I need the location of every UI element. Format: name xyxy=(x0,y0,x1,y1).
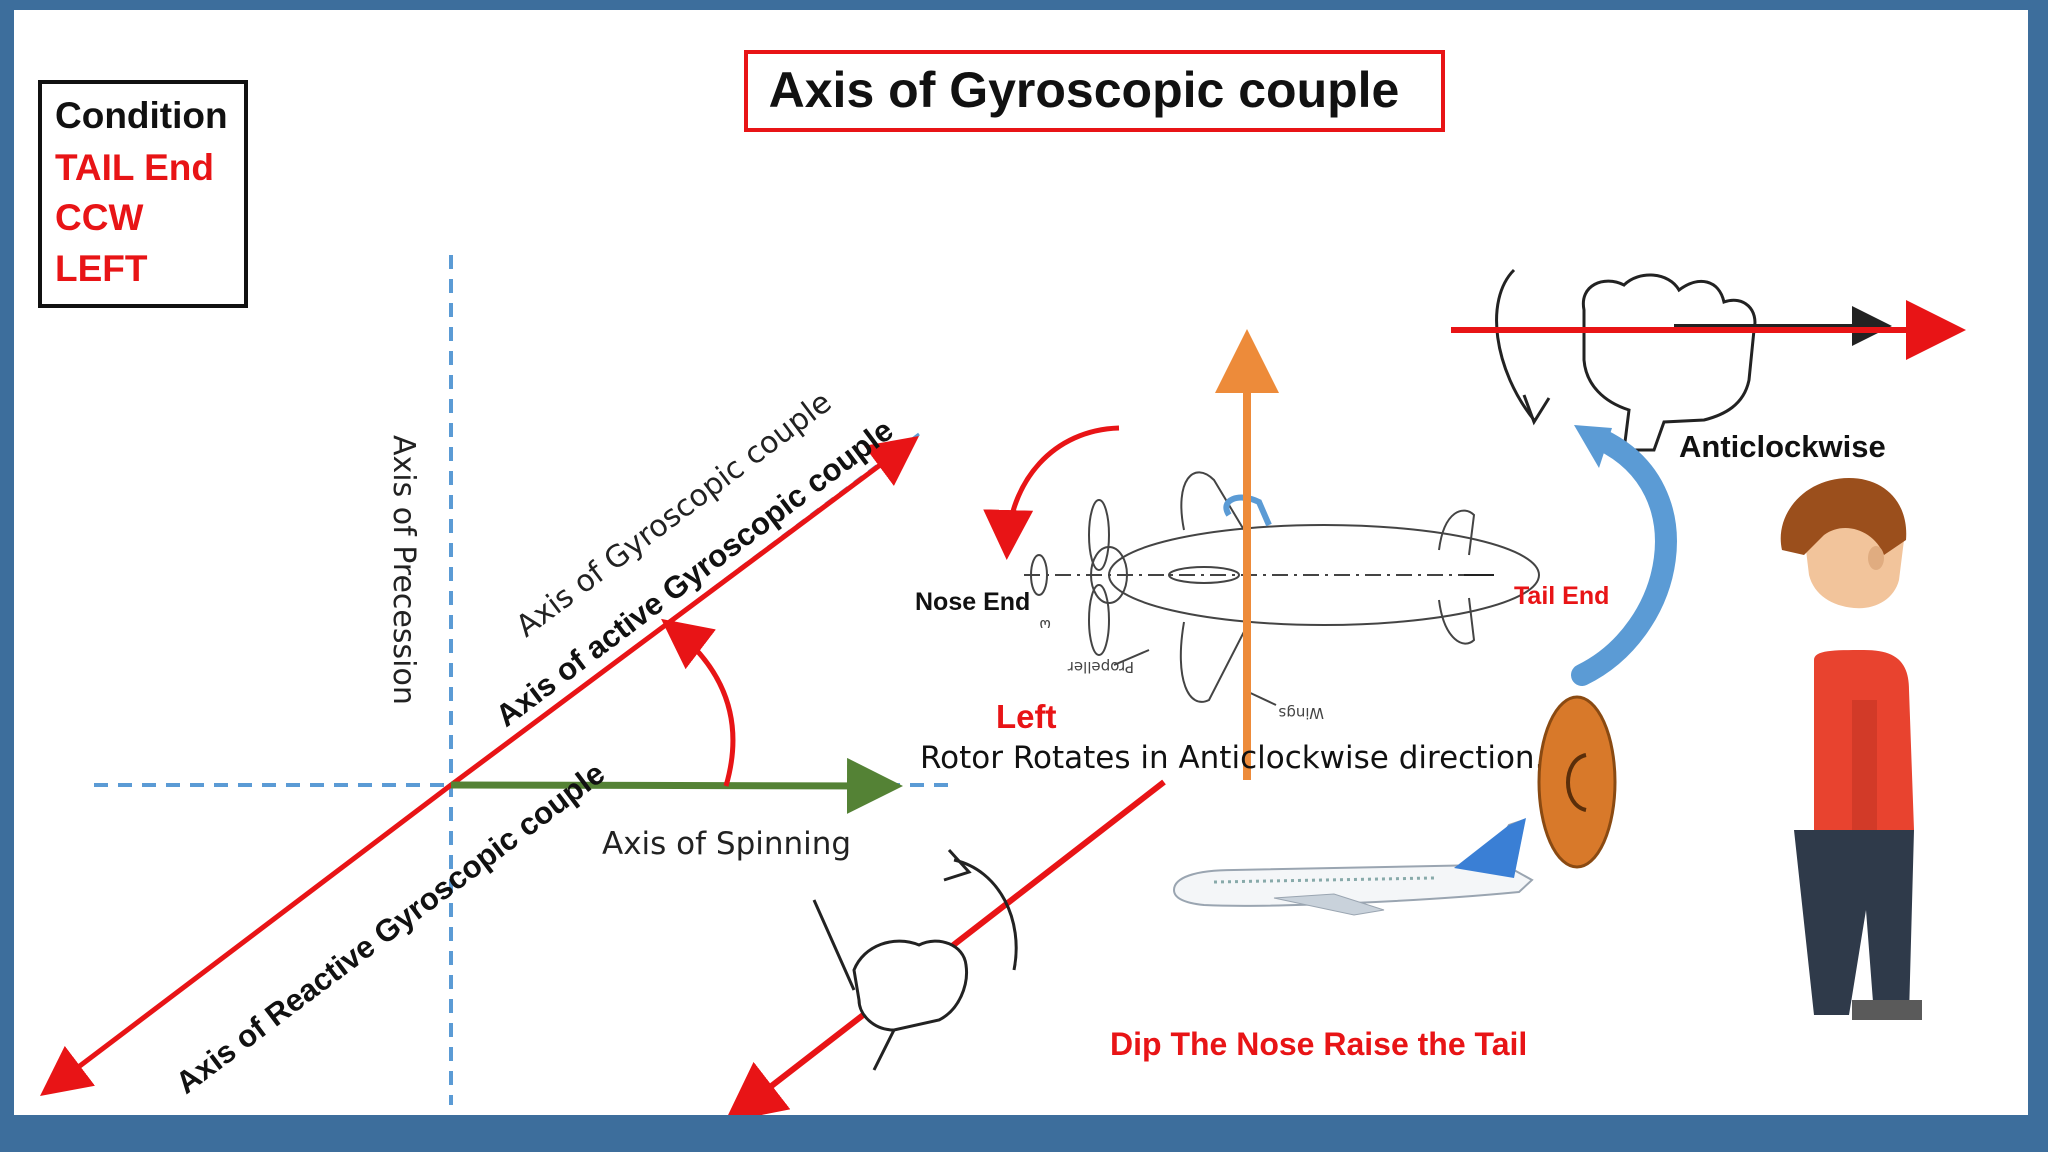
tail-end-label: Tail End xyxy=(1514,582,1609,610)
lower-fist-shape xyxy=(852,939,969,1032)
nose-end-label: Nose End xyxy=(915,588,1030,616)
slide-canvas: Axis of Gyroscopic couple Condition TAIL… xyxy=(14,10,2028,1115)
axis-reactive-couple-label: Axis of Reactive Gyroscopic couple xyxy=(169,755,611,1100)
title-box: Axis of Gyroscopic couple xyxy=(744,50,1445,132)
diagram: Axis of Gyroscopic couple Condition TAIL… xyxy=(38,50,1966,1115)
wings-label: Wings xyxy=(1278,704,1324,722)
lower-tail-fin xyxy=(1438,597,1476,645)
person-arm xyxy=(1852,700,1877,830)
propeller-label: Propeller xyxy=(1067,658,1134,676)
rotor-disc-shape xyxy=(1537,695,1617,869)
dip-nose-label: Dip The Nose Raise the Tail xyxy=(1110,1026,1527,1062)
airliner-tail xyxy=(1454,818,1526,878)
cockpit xyxy=(1168,566,1240,584)
person-ear xyxy=(1868,546,1884,570)
omega-label: ω xyxy=(1039,616,1051,632)
person-trousers xyxy=(1794,830,1914,1015)
axis-of-spinning-label: Axis of Spinning xyxy=(602,826,851,862)
page-title: Axis of Gyroscopic couple xyxy=(769,62,1400,118)
blue-curved-arrowhead xyxy=(1574,425,1612,468)
lower-curl-head xyxy=(943,848,972,882)
anticlockwise-label: Anticlockwise xyxy=(1679,429,1886,464)
aircraft-sketch xyxy=(1024,471,1540,706)
axis-active-couple-label: Axis of active Gyroscopic couple xyxy=(489,412,899,733)
airliner-windows xyxy=(1213,876,1435,884)
lower-curl-stroke xyxy=(953,858,1018,971)
active-couple-arrow xyxy=(449,436,920,788)
left-rotation-arrow xyxy=(983,425,1120,560)
airliner-body xyxy=(1172,818,1534,907)
precession-arc-arrow xyxy=(661,618,736,787)
left-label: Left xyxy=(996,698,1057,735)
condition-box: Condition TAIL End CCW LEFT xyxy=(38,80,248,308)
rotor-ccw-icon xyxy=(1566,753,1587,812)
curl-arrow-head xyxy=(1522,394,1551,426)
condition-line-left: LEFT xyxy=(55,248,148,289)
upper-tail-fin xyxy=(1438,509,1476,556)
condition-line-ccw: CCW xyxy=(55,197,143,238)
airliner-image xyxy=(1172,818,1534,916)
propeller-lower-blade xyxy=(1088,584,1110,656)
blue-curved-arrow xyxy=(1571,429,1677,686)
spin-axis-arrow xyxy=(450,757,903,814)
right-hand-icon xyxy=(1495,268,1757,452)
reactive-couple-arrow xyxy=(40,783,453,1097)
person-figure xyxy=(1780,478,1922,1020)
condition-heading: Condition xyxy=(55,95,228,136)
propeller-leader xyxy=(1113,649,1150,666)
airliner-wing xyxy=(1273,893,1385,916)
rotor-disc xyxy=(1537,695,1617,869)
lower-hand-icon xyxy=(812,848,1018,1071)
person-shoe xyxy=(1852,1000,1922,1020)
fist-shape xyxy=(1581,273,1757,452)
condition-line-tail-end: TAIL End xyxy=(55,147,214,188)
rotor-direction-label: Rotor Rotates in Anticlockwise direction… xyxy=(920,740,1544,776)
axis-of-precession-label: Axis of Precession xyxy=(386,435,421,705)
lower-wing xyxy=(1179,621,1250,703)
person-hair xyxy=(1780,478,1907,555)
lower-arm-lines xyxy=(812,899,896,1071)
upper-wing xyxy=(1180,471,1245,531)
title-frame xyxy=(744,50,1445,132)
propeller-upper-blade xyxy=(1088,499,1110,571)
curl-arrow-stroke xyxy=(1495,268,1536,421)
small-rotation-icon xyxy=(1223,494,1272,527)
condition-frame xyxy=(38,80,248,308)
